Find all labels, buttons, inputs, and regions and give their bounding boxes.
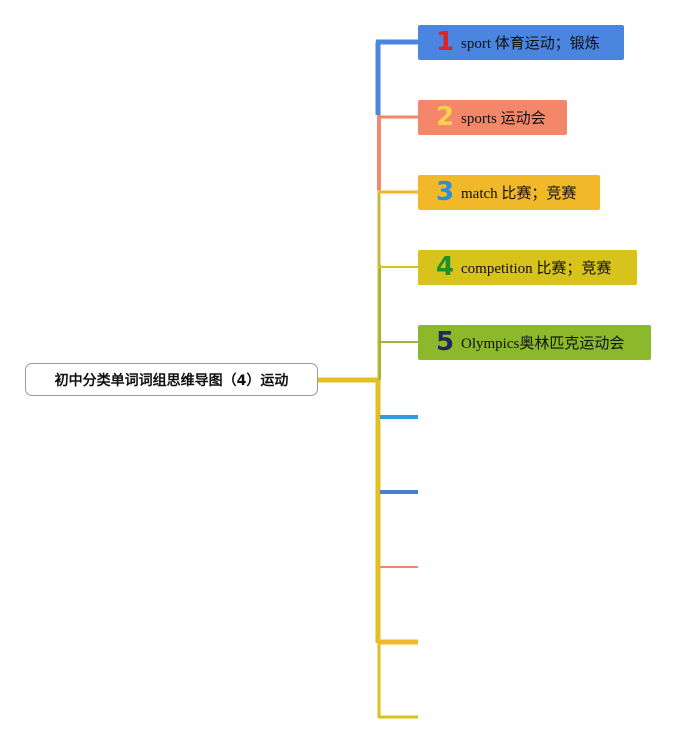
- topic-label-2: sports 运动会: [461, 111, 546, 127]
- topic-node-1[interactable]: 1 sport 体育运动；锻炼: [418, 25, 624, 60]
- central-topic[interactable]: 初中分类单词词组思维导图（4）运动: [25, 363, 318, 396]
- topic-label-3: match 比赛；竞赛: [461, 186, 577, 202]
- topic-node-5[interactable]: 5 Olympics奥林匹克运动会: [418, 325, 651, 360]
- topic-label-5: Olympics奥林匹克运动会: [461, 336, 625, 352]
- topic-number-5: 5: [436, 327, 455, 357]
- topic-number-1: 1: [436, 27, 455, 57]
- topic-node-2[interactable]: 2 sports 运动会: [418, 100, 567, 135]
- topic-number-4: 4: [436, 252, 455, 282]
- central-topic-label: 初中分类单词词组思维导图（4）运动: [54, 372, 289, 389]
- topic-node-3[interactable]: 3 match 比赛；竞赛: [418, 175, 600, 210]
- topic-number-3: 3: [436, 177, 455, 207]
- topic-label-4: competition 比赛；竞赛: [461, 261, 612, 277]
- topic-number-2: 2: [436, 102, 455, 132]
- topic-node-4[interactable]: 4 competition 比赛；竞赛: [418, 250, 637, 285]
- topic-label-1: sport 体育运动；锻炼: [461, 36, 600, 52]
